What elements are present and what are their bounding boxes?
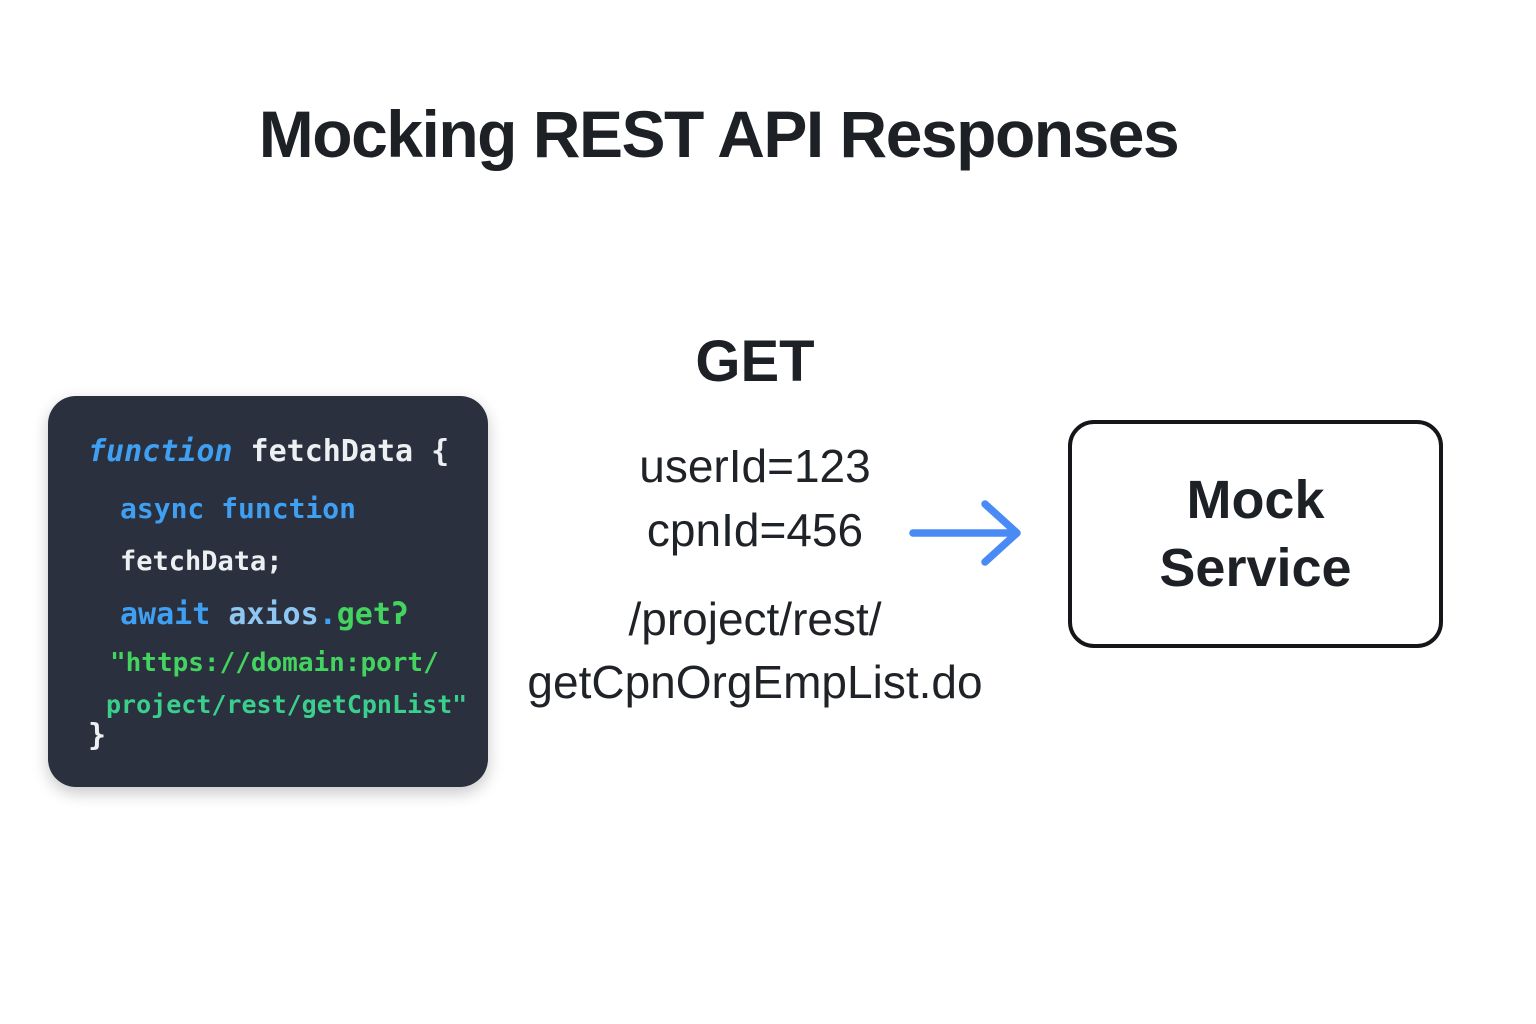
request-path-line: /project/rest/	[628, 593, 882, 645]
code-line: async function	[120, 492, 356, 526]
code-method: getʔ	[336, 597, 409, 632]
code-line: }	[88, 718, 106, 754]
request-params: userId=123 cpnId=456	[520, 434, 990, 562]
code-line: "https://domain:port/	[110, 648, 439, 679]
page-title: Mocking REST API Responses	[258, 97, 1180, 171]
code-line: fetchData;	[120, 546, 283, 578]
code-text: }	[88, 718, 107, 753]
code-text: fetchData {	[232, 434, 450, 469]
code-string: project/rest/getCpnList"	[106, 690, 468, 719]
code-snippet-panel: function fetchData { async function fetc…	[48, 396, 488, 787]
code-line: function fetchData {	[88, 434, 449, 470]
code-line: await axios.getʔ	[120, 597, 409, 633]
mock-service-label-line: Service	[1159, 538, 1352, 598]
request-path-line: getCpnOrgEmpList.do	[527, 656, 983, 708]
code-line: project/rest/getCpnList"	[106, 690, 467, 720]
code-keyword: await	[120, 597, 211, 632]
code-text	[210, 597, 228, 632]
request-method-label: GET	[695, 329, 815, 394]
code-object: axios	[228, 597, 319, 632]
code-keyword: function	[88, 434, 233, 469]
request-path: /project/rest/ getCpnOrgEmpList.do	[520, 588, 990, 714]
request-param: userId=123	[639, 440, 871, 492]
code-punctuation: .	[318, 597, 337, 632]
code-keyword: async function	[120, 492, 357, 525]
arrow-right-icon	[909, 500, 1021, 566]
code-text: fetchData;	[120, 546, 283, 577]
request-description: GET userId=123 cpnId=456 /project/rest/ …	[520, 328, 990, 714]
code-string: "https://domain:port/	[110, 648, 439, 678]
request-param: cpnId=456	[646, 504, 864, 556]
mock-service-box: Mock Service	[1068, 420, 1443, 648]
mock-service-label-line: Mock	[1186, 470, 1325, 530]
